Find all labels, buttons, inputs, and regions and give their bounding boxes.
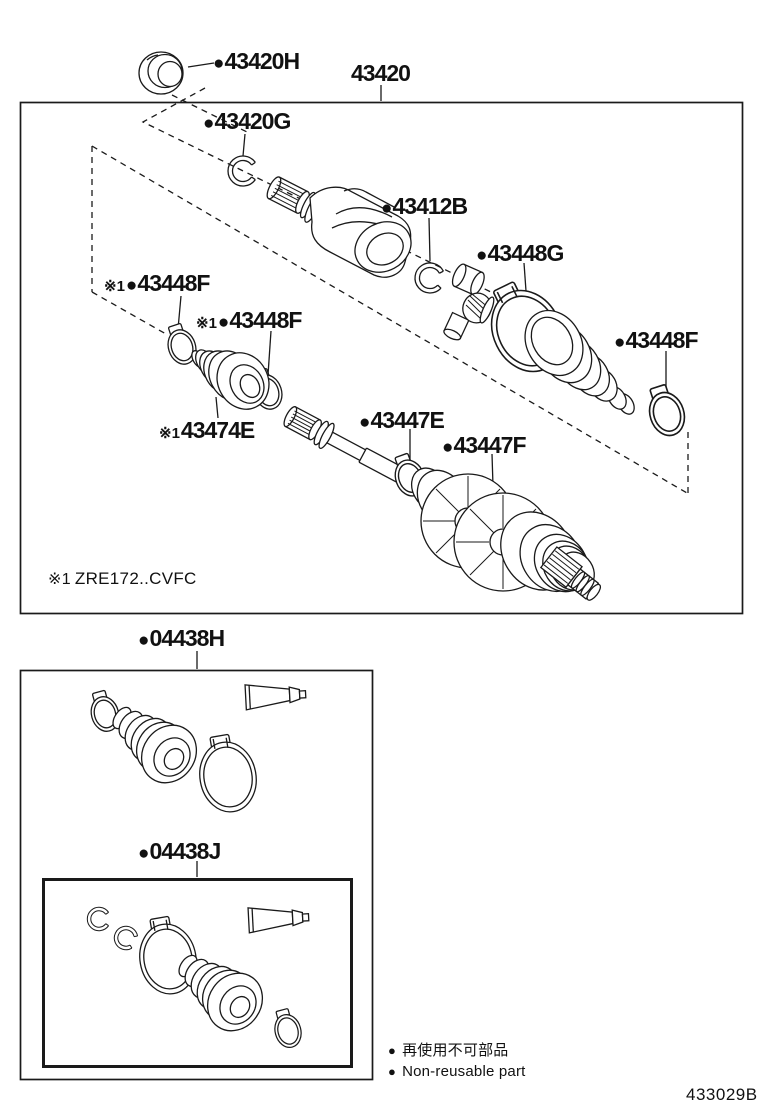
upper-assembly-box	[19, 101, 744, 615]
dot-marker: ●	[614, 332, 626, 353]
callout-43448f-2: ※1●43448F	[196, 307, 302, 337]
legend-text-en: Non-reusable part	[402, 1063, 526, 1080]
boot-clamp-small-right-drawing	[641, 380, 691, 441]
boot-kit-inner-box	[42, 878, 353, 1068]
legend-text-jp: 再使用不可部品	[402, 1042, 509, 1059]
dot-marker: ●	[442, 437, 454, 458]
callout-04438j: ●04438J	[138, 838, 221, 867]
callout-43412b: ●43412B	[381, 193, 468, 222]
snap-ring-43412b-drawing	[412, 260, 445, 296]
part-number: 43420	[351, 60, 411, 86]
variant-prefix: ※1	[104, 278, 125, 295]
callout-43448f-3: ●43448F	[614, 327, 699, 356]
oil-seal-drawing	[138, 51, 184, 95]
dot-marker: ●	[203, 113, 215, 134]
part-number: 43420G	[214, 108, 291, 134]
callout-43448g: ●43448G	[476, 240, 564, 269]
dot-marker: ●	[213, 53, 225, 74]
callout-43420h: ●43420H	[213, 48, 300, 77]
variant-note-text: ZRE172..CVFC	[74, 569, 197, 588]
part-number: 43448G	[487, 240, 564, 266]
variant-note-prefix: ※1	[48, 571, 71, 588]
variant-prefix: ※1	[196, 315, 217, 332]
part-number: 43447F	[453, 432, 526, 458]
dot-marker: ●	[217, 312, 230, 333]
dot-marker: ●	[125, 275, 138, 296]
legend-line-jp: ● 再使用不可部品	[388, 1042, 508, 1060]
boot-kit-outer-box	[19, 669, 374, 1081]
dot-marker: ●	[381, 198, 393, 219]
callout-43474e: ※143474E	[159, 417, 255, 447]
inboard-boot-drawing	[191, 349, 270, 410]
part-number: 04438J	[149, 838, 221, 864]
tripod-spider-drawing	[443, 263, 495, 341]
boot-kit-j-parts	[86, 904, 310, 1051]
part-number: 43448F	[137, 270, 210, 296]
axle-shaft-drawing	[283, 406, 417, 490]
part-number: 43448F	[625, 327, 698, 353]
part-number: 43474E	[180, 417, 255, 443]
inner-joint-drawing	[266, 176, 412, 278]
legend-line-en: ● Non-reusable part	[388, 1063, 526, 1081]
dot-marker: ●	[388, 1064, 397, 1079]
part-number: 43447E	[370, 407, 444, 433]
callout-43420g: ●43420G	[203, 108, 291, 137]
inner-kit-boot-drawing	[524, 309, 635, 415]
variant-prefix: ※1	[159, 425, 180, 442]
part-number: 43412B	[392, 193, 468, 219]
outboard-joint-drawing	[410, 467, 602, 601]
part-number: 43420H	[224, 48, 300, 74]
callout-43420: 43420	[351, 60, 411, 86]
snap-ring-43420g-drawing	[227, 155, 256, 187]
drawing-number: 433029B	[686, 1085, 758, 1104]
dot-marker: ●	[388, 1043, 397, 1058]
callout-43448f-1: ※1●43448F	[104, 270, 210, 300]
dot-marker: ●	[138, 630, 150, 651]
callout-43447e: ●43447E	[359, 407, 445, 436]
callout-43447f: ●43447F	[442, 432, 527, 461]
part-number: 43448F	[229, 307, 302, 333]
dot-marker: ●	[476, 245, 488, 266]
callout-04438h: ●04438H	[138, 625, 225, 654]
dot-marker: ●	[138, 843, 150, 864]
boot-kit-h-parts	[85, 681, 307, 817]
dot-marker: ●	[359, 412, 371, 433]
part-number: 04438H	[149, 625, 225, 651]
